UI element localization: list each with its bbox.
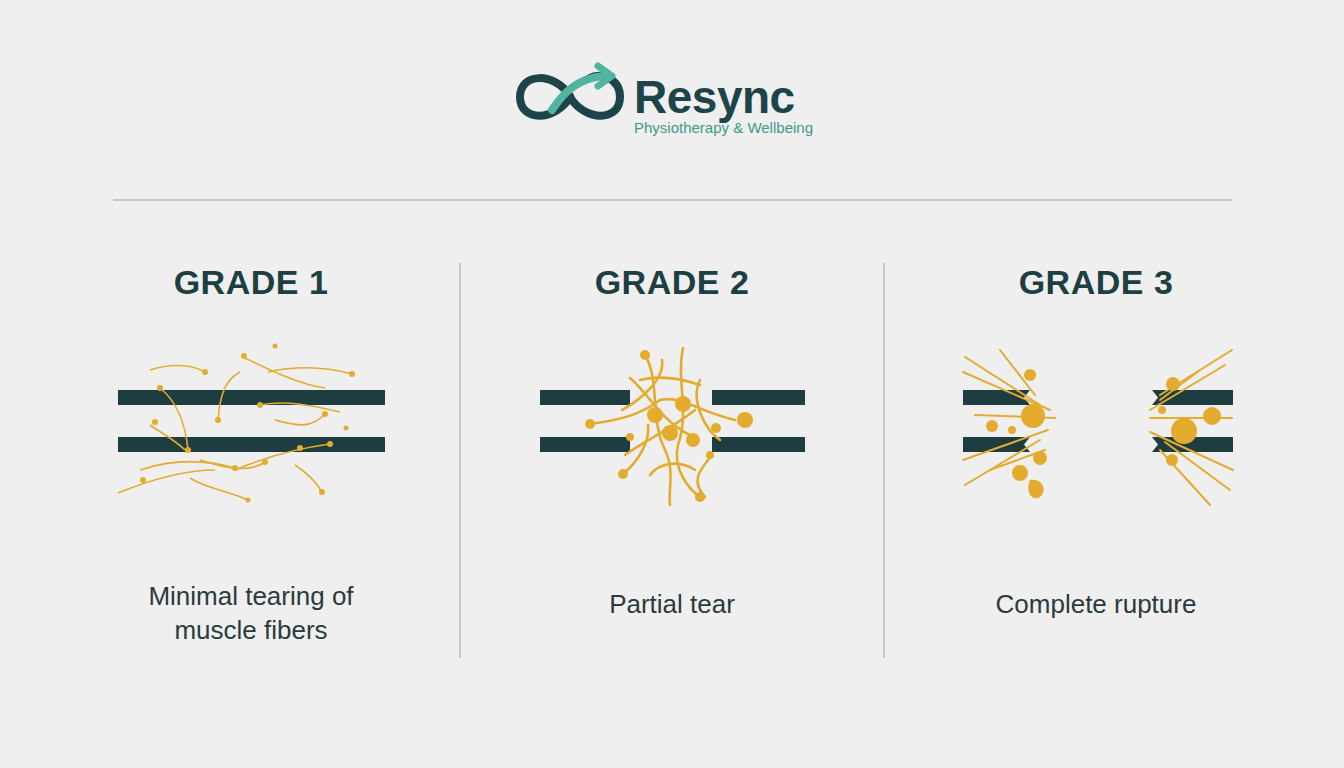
divider <box>459 263 461 658</box>
logo-icon <box>520 66 620 116</box>
grade-caption: Partial tear <box>522 588 822 622</box>
grade-heading: GRADE 1 <box>101 263 401 302</box>
brand-name: Resync <box>634 70 795 124</box>
grade-heading: GRADE 3 <box>946 263 1246 302</box>
divider <box>113 199 1232 201</box>
grade-caption: Minimal tearing of muscle fibers <box>116 580 386 648</box>
grade2-illustration <box>540 348 805 505</box>
brand-tagline: Physiotherapy & Wellbeing <box>634 119 813 136</box>
divider <box>883 263 885 658</box>
grade-caption: Complete rupture <box>926 588 1266 622</box>
grade3-illustration <box>963 350 1233 505</box>
grade-heading: GRADE 2 <box>522 263 822 302</box>
grade1-illustration <box>118 344 385 503</box>
